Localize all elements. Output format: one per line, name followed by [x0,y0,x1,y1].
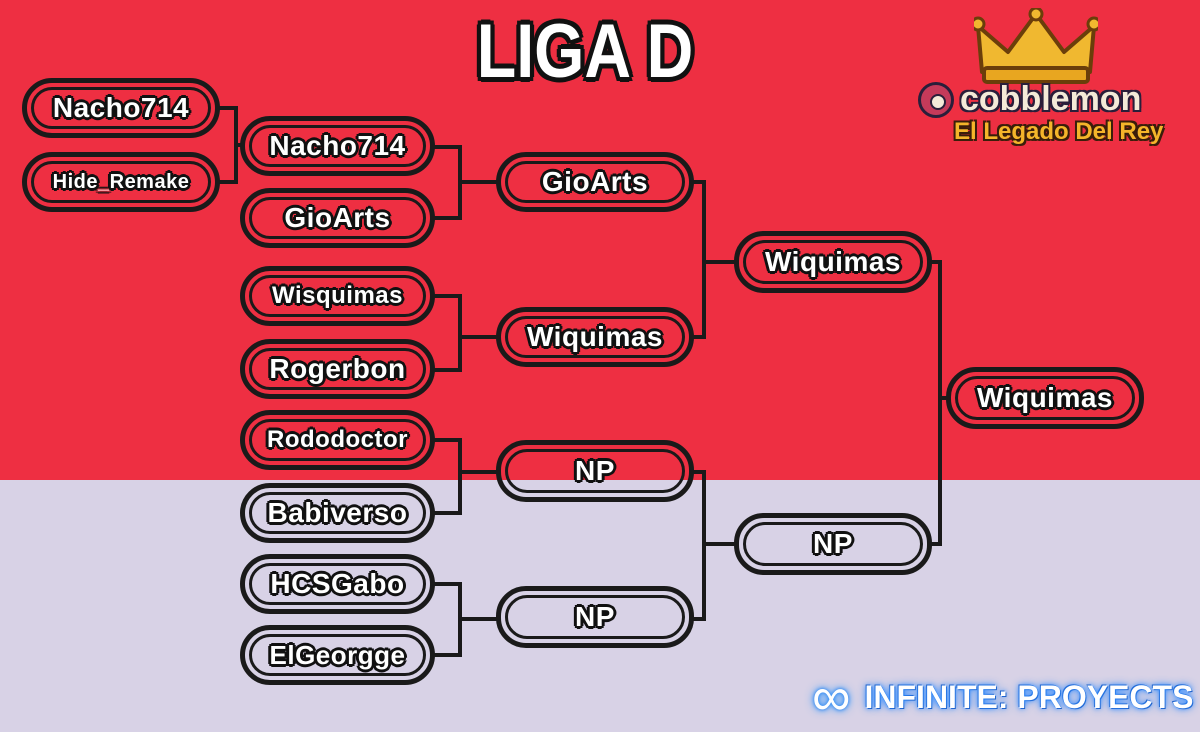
player-name: Wiquimas [527,321,663,352]
final-slot[interactable]: Wiquimas [946,367,1144,429]
semifinal-slot[interactable]: Wiquimas [734,231,932,293]
quarterfinal-slot[interactable]: GioArts [496,152,694,212]
player-name: NP [575,601,615,632]
r16-slot[interactable]: ElGeorgge [240,625,435,685]
connector-r16-pair-3 [430,438,498,515]
player-name: Wisquimas [272,282,403,309]
player-name: NP [575,455,615,486]
player-name: Nacho714 [52,92,190,123]
logo-subtitle: El Legado Del Rey [954,118,1164,145]
quarterfinal-slot[interactable]: NP [496,440,694,502]
player-name: HCSGabo [270,568,405,599]
footer-brand: ∞ INFINITE: PROYECTS [812,667,1194,727]
logo-brand: cobblemon [960,80,1142,118]
tournament-logo: cobblemon El Legado Del Rey [912,6,1172,156]
connector-r16-pair-1 [430,145,498,220]
r16-slot[interactable]: Rododoctor [240,410,435,470]
player-name: Rododoctor [267,426,408,453]
pokeball-icon [918,82,954,118]
r16-slot[interactable]: HCSGabo [240,554,435,614]
preliminary-slot[interactable]: Nacho714 [22,78,220,138]
connector-qf-pair-2 [690,470,736,621]
player-name: Hide_Remake [52,170,190,193]
background-bottom [0,480,1200,732]
semifinal-slot[interactable]: NP [734,513,932,575]
quarterfinal-slot[interactable]: Wiquimas [496,307,694,367]
connector-r16-pair-2 [430,294,498,372]
connector-preliminary [215,106,242,184]
connector-qf-pair-1 [690,180,736,339]
player-name: GioArts [541,166,649,197]
r16-slot[interactable]: Rogerbon [240,339,435,399]
player-name: Rogerbon [269,353,406,384]
r16-slot[interactable]: Nacho714 [240,116,435,176]
champion-name: Wiquimas [977,382,1113,413]
player-name: ElGeorgge [269,639,406,670]
r16-slot[interactable]: Babiverso [240,483,435,543]
connector-r16-pair-4 [430,582,498,657]
preliminary-slot[interactable]: Hide_Remake [22,152,220,212]
footer-brand-text: INFINITE: PROYECTS [864,678,1194,715]
player-name: Babiverso [267,497,408,528]
infinity-icon: ∞ [812,667,851,727]
player-name: Wiquimas [765,246,901,277]
r16-slot[interactable]: GioArts [240,188,435,248]
r16-slot[interactable]: Wisquimas [240,266,435,326]
player-name: NP [813,528,853,559]
quarterfinal-slot[interactable]: NP [496,586,694,648]
player-name: GioArts [284,202,391,233]
page-title: LIGA D [476,9,694,94]
crown-icon [974,8,1098,84]
player-name: Nacho714 [269,130,406,161]
